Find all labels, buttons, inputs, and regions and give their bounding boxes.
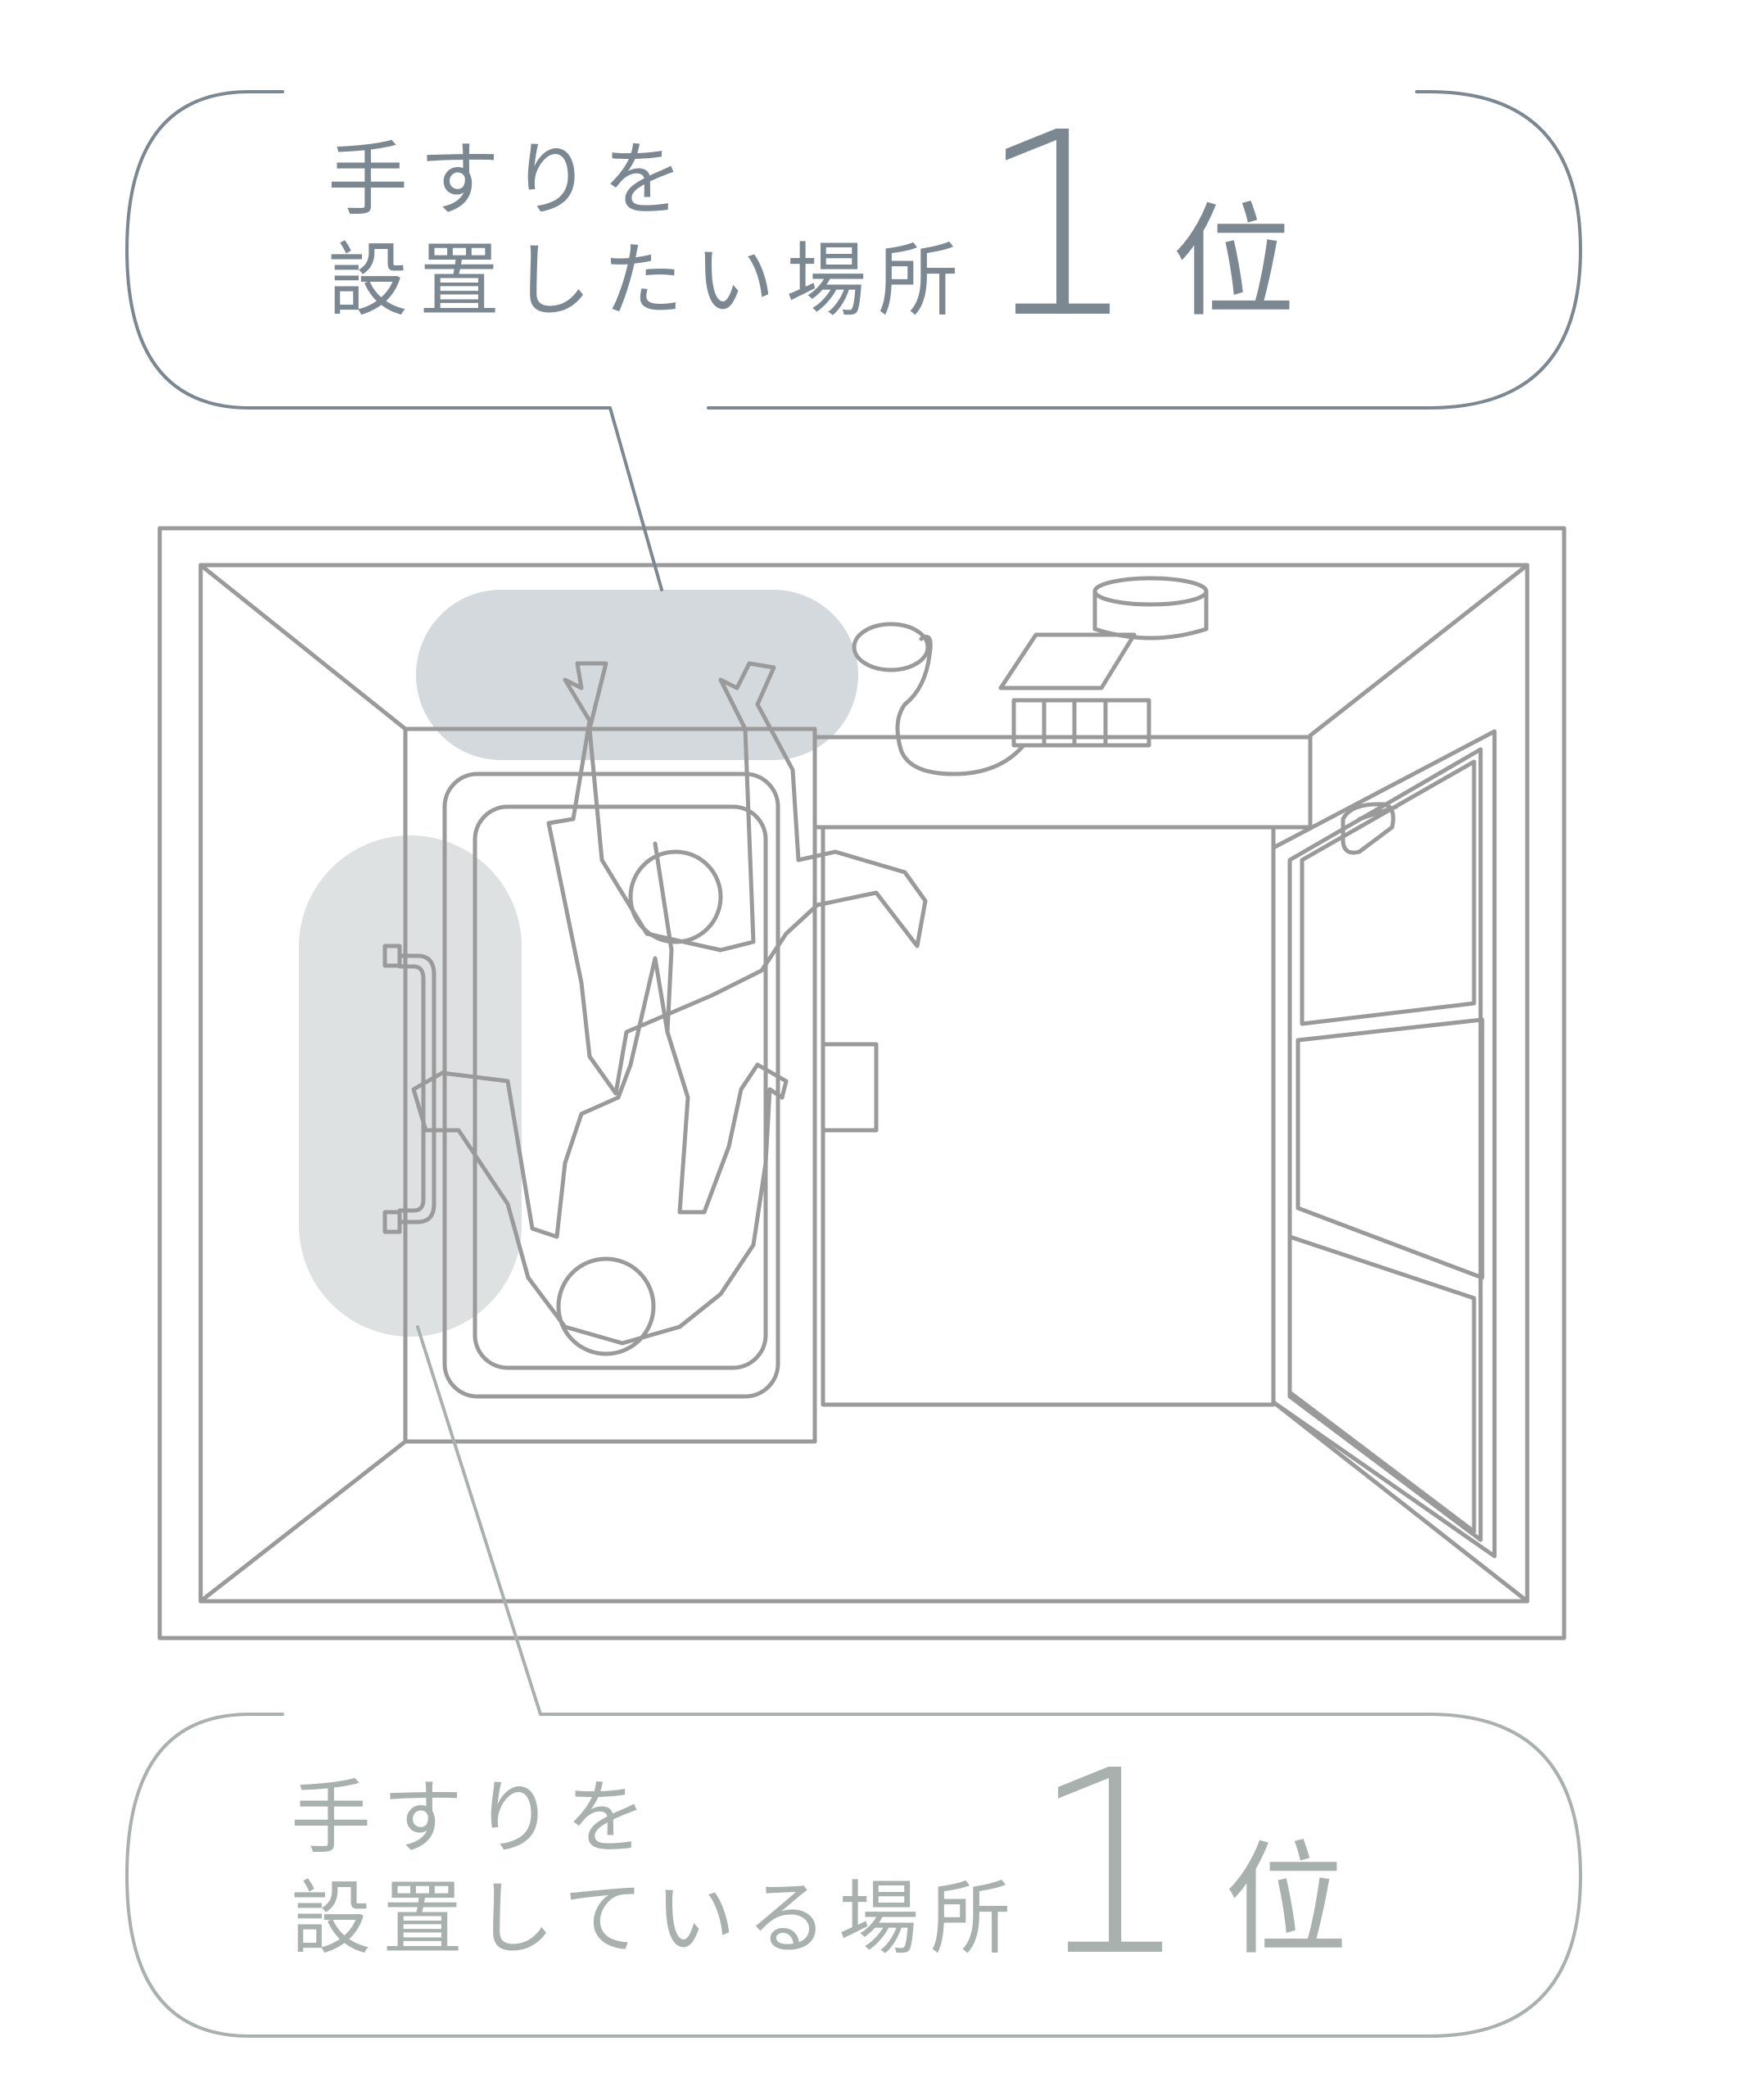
grab-bar (382, 944, 436, 1234)
door (1271, 729, 1497, 1559)
callout-bottom-rank: 位 (1224, 1830, 1348, 1973)
bathtub-outer (442, 772, 780, 1399)
room-inner-wall (198, 563, 1530, 1604)
callout-bottom-line2: 設置している場所 (291, 1871, 1023, 1966)
bathtub-inner (473, 804, 768, 1370)
callout-top-label: 手すりを 設置したい場所 1 位 (328, 79, 1296, 374)
callout-top-line1: 手すりを (328, 134, 695, 228)
person-seated (411, 956, 789, 1356)
callout-bottom-label: 手すりを 設置している場所 1 位 (291, 1717, 1348, 2012)
highlight-zone-side (299, 835, 522, 1337)
callout-top-rank: 位 (1172, 192, 1296, 335)
person-reaching-up (546, 661, 928, 1096)
callout-bottom-line1: 手すりを (291, 1772, 658, 1866)
callout-top-bubble (125, 90, 1582, 591)
shower-controls (1011, 698, 1151, 748)
room-outer-wall (157, 526, 1567, 1641)
callout-bottom-bubble (125, 1325, 1582, 2038)
bathtub-frame (403, 726, 817, 1444)
highlight-zone-top (416, 590, 858, 760)
ceiling-light (998, 576, 1209, 690)
faucet-box (821, 1042, 879, 1133)
shower-head (852, 622, 1026, 776)
room-perspective-lines (198, 563, 1530, 1604)
back-wall-shelf (812, 735, 1313, 830)
callout-bottom-number: 1 (1030, 1717, 1192, 2012)
callout-top-line2: 設置したい場所 (328, 233, 970, 328)
callout-top-number: 1 (978, 79, 1140, 374)
